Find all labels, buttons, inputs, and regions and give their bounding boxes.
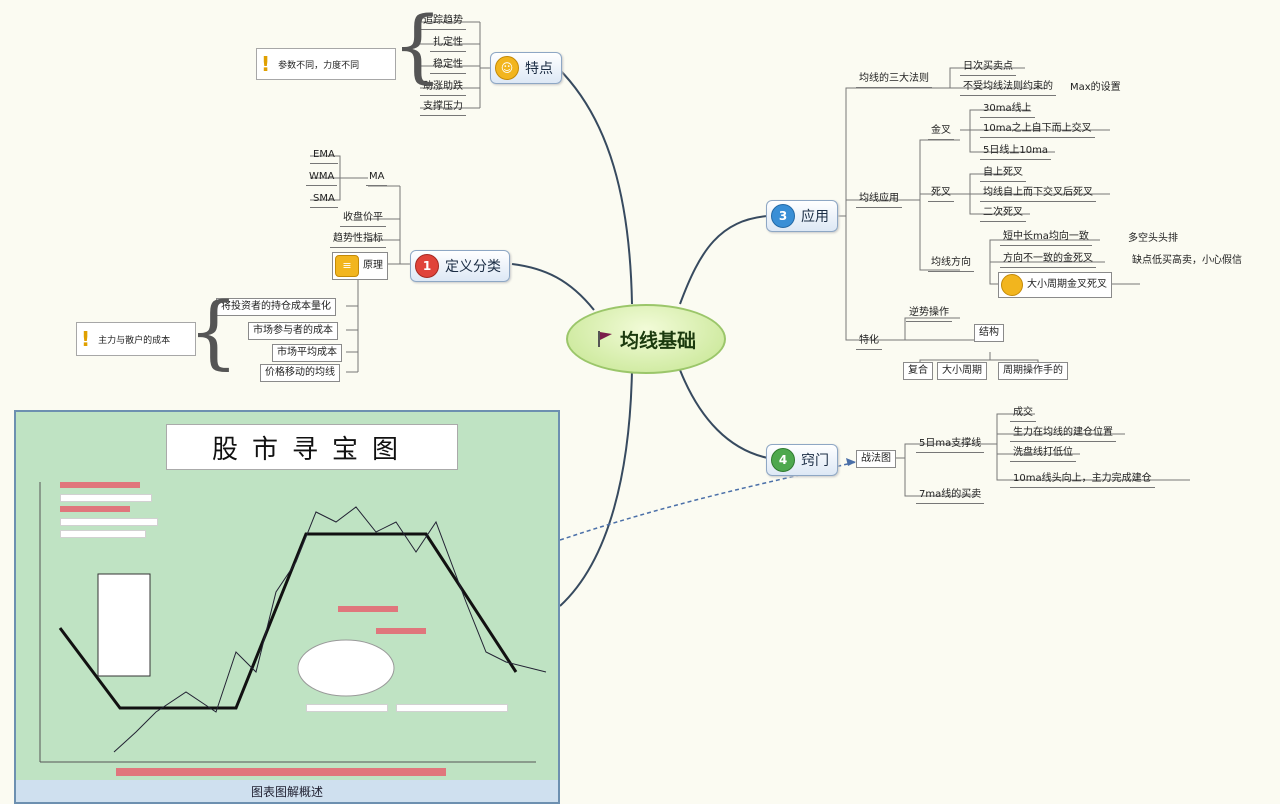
- branch-trick[interactable]: 4 窍门: [766, 444, 838, 476]
- map-annotation-mark: [338, 606, 398, 612]
- warning-icon: !: [81, 327, 91, 351]
- arrangement-right-1: 多空头头排: [1128, 233, 1178, 244]
- definition-item-1: 收盘价平: [340, 211, 386, 227]
- branch-application-label: 应用: [801, 209, 829, 225]
- arrangement-item-3-label: 大小周期金叉死叉: [1027, 279, 1107, 290]
- arrangement-item-3: 大小周期金叉死叉: [998, 272, 1112, 298]
- special-middle: 结构: [974, 324, 1004, 342]
- definition-type-wma: WMA: [306, 170, 338, 186]
- definition-sub-1: 将投资者的持仓成本量化: [216, 298, 336, 316]
- map-annotation-mark: [396, 704, 508, 712]
- features-brace: {: [392, 0, 443, 92]
- trick-map: 战法图: [856, 450, 896, 468]
- smiley-icon: ☺: [495, 56, 519, 80]
- three-number-icon: 3: [771, 204, 795, 228]
- central-topic-label: 均线基础: [619, 329, 696, 352]
- branch-trick-label: 窍门: [801, 453, 829, 469]
- definition-brace: {: [188, 285, 239, 378]
- definition-note-text: 主力与散户的成本: [98, 335, 171, 346]
- map-legend-mark: [60, 530, 146, 538]
- features-item-4: 助涨助跌: [420, 80, 466, 96]
- layers-icon: ≡: [335, 255, 359, 277]
- application-arrangement: 均线方向: [928, 256, 974, 272]
- cross-item-3: 5日线上10ma: [980, 144, 1051, 160]
- definition-item-2: 趋势性指标: [330, 232, 386, 248]
- map-legend-mark: [60, 506, 130, 512]
- features-item-5: 支撑压力: [420, 100, 466, 116]
- definition-principle-label: 原理: [363, 260, 383, 271]
- arrangement-right-2: 缺点低买高卖，小心假信: [1132, 255, 1242, 266]
- branch-definition[interactable]: 1 定义分类: [410, 250, 510, 282]
- cross-item-2: 10ma之上自下而上交叉: [980, 122, 1095, 138]
- special-bottom-2: 大小周期: [937, 362, 987, 380]
- central-topic[interactable]: 均线基础: [566, 304, 726, 374]
- branch-definition-label: 定义分类: [445, 259, 501, 275]
- arrangement-item-1: 短中长ma均向一致: [1000, 230, 1092, 246]
- branch-application[interactable]: 3 应用: [766, 200, 838, 232]
- trick-first-item-3: 洗盘线打低位: [1010, 446, 1076, 462]
- warning-icon: !: [261, 52, 271, 76]
- branch-features-label: 特点: [525, 61, 553, 77]
- treasure-map-caption: 图表图解概述: [16, 780, 558, 802]
- treasure-map-chart: [39, 482, 547, 763]
- map-annotation-mark: [306, 704, 388, 712]
- features-item-1: 追踪趋势: [420, 14, 466, 30]
- features-item-3: 稳定性: [430, 58, 466, 74]
- treasure-map-title: 股市寻宝图: [166, 424, 458, 470]
- special-top: 逆势操作: [906, 306, 952, 322]
- map-legend-mark: [60, 482, 140, 488]
- features-note-text: 参数不同，力度不同: [278, 60, 360, 71]
- definition-sub-4: 价格移动的均线: [260, 364, 340, 382]
- treasure-map-panel[interactable]: 股市寻宝图 图表图解概述: [14, 410, 560, 804]
- application-special: 特化: [856, 334, 882, 350]
- arrangement-item-2: 方向不一致的金死叉: [1000, 252, 1096, 268]
- trick-first-item-2: 生力在均线的建仓位置: [1010, 426, 1116, 442]
- smiley-icon: [1001, 274, 1023, 296]
- features-item-2: 扎定性: [430, 36, 466, 52]
- definition-note: ! 主力与散户的成本: [76, 322, 196, 356]
- branch-features[interactable]: ☺ 特点: [490, 52, 562, 84]
- application-rules-item-1: 日次买卖点: [960, 60, 1016, 76]
- dead-item-2: 均线自上而下交叉后死叉: [980, 186, 1096, 202]
- special-bottom-1: 复合: [903, 362, 933, 380]
- definition-type-sma: SMA: [310, 192, 338, 208]
- application-dead: 死叉: [928, 186, 954, 202]
- cross-item-1: 30ma线上: [980, 102, 1035, 118]
- map-legend-mark: [60, 518, 158, 526]
- dead-item-1: 自上死叉: [980, 166, 1026, 182]
- flag-icon: [596, 330, 614, 348]
- trick-first-item-1: 成交: [1010, 406, 1036, 422]
- map-legend-mark: [60, 494, 152, 502]
- four-number-icon: 4: [771, 448, 795, 472]
- special-bottom-3: 周期操作手的: [998, 362, 1068, 380]
- map-annotation-mark: [376, 628, 426, 634]
- definition-sub-3: 市场平均成本: [272, 344, 342, 362]
- map-footer-mark: [116, 768, 446, 776]
- application-trend: 均线应用: [856, 192, 902, 208]
- application-rules-item-2: 不受均线法则约束的: [960, 80, 1056, 96]
- application-rules: 均线的三大法则: [856, 72, 932, 88]
- trick-second: 7ma线的买卖: [916, 488, 985, 504]
- definition-sub-2: 市场参与者的成本: [248, 322, 338, 340]
- dead-item-3: 二次死叉: [980, 206, 1026, 222]
- trick-first: 5日ma支撑线: [916, 437, 985, 453]
- trick-first-item-4: 10ma线头向上，主力完成建仓: [1010, 472, 1155, 488]
- definition-principle[interactable]: ≡ 原理: [332, 252, 388, 280]
- application-rules-item-3: Max的设置: [1070, 82, 1121, 93]
- one-number-icon: 1: [415, 254, 439, 278]
- features-note: ! 参数不同，力度不同: [256, 48, 396, 80]
- application-cross: 金叉: [928, 124, 954, 140]
- definition-types-parent: MA: [366, 170, 388, 186]
- definition-type-ema: EMA: [310, 148, 338, 164]
